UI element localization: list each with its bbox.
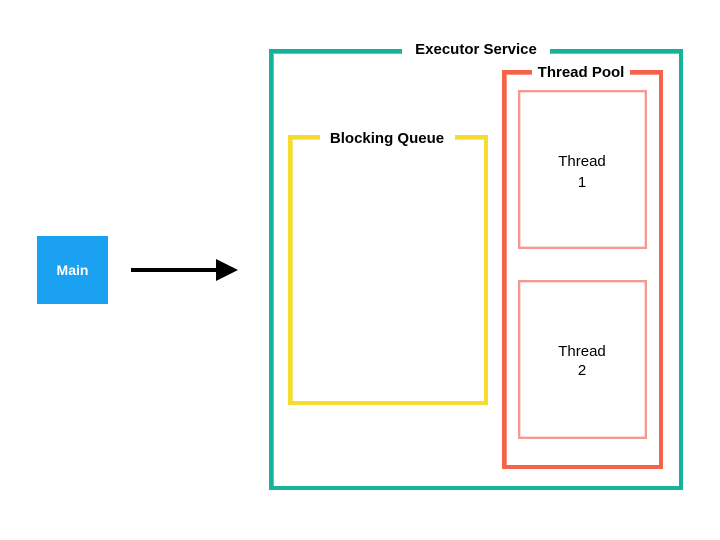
thread-2-border bbox=[518, 280, 647, 439]
thread-1-label-line1: Thread bbox=[558, 153, 606, 170]
blocking-queue: Blocking Queue bbox=[288, 128, 488, 405]
executor-service-label: Executor Service bbox=[415, 41, 537, 58]
main-box bbox=[37, 236, 108, 304]
thread-2-border-sketch bbox=[519, 281, 646, 438]
arrow-head bbox=[216, 259, 238, 281]
thread-pool-label: Thread Pool bbox=[538, 64, 625, 81]
main-to-executor-arrow bbox=[131, 259, 238, 281]
blocking-queue-border bbox=[288, 135, 488, 405]
blocking-queue-label: Blocking Queue bbox=[330, 130, 444, 147]
thread-2-label-line1: Thread bbox=[558, 343, 606, 360]
thread-1-border-sketch bbox=[519, 91, 646, 248]
executor-service-label-bg bbox=[402, 38, 550, 60]
thread-1-border bbox=[518, 90, 647, 249]
thread-pool: Thread Pool Thread 1 Thread 2 bbox=[502, 62, 663, 469]
main-label: Main bbox=[57, 262, 89, 278]
thread-pool-label-bg bbox=[532, 62, 630, 82]
executor-service-border bbox=[269, 49, 683, 490]
blocking-queue-border-sketch bbox=[291, 138, 486, 403]
thread-2: Thread 2 bbox=[518, 280, 647, 439]
executor-service: Executor Service bbox=[269, 38, 683, 490]
thread-1: Thread 1 bbox=[518, 90, 647, 249]
thread-pool-border bbox=[502, 70, 663, 469]
thread-2-label-line2: 2 bbox=[578, 362, 586, 379]
thread-1-label-line2: 1 bbox=[578, 174, 586, 191]
blocking-queue-label-bg bbox=[320, 128, 455, 148]
thread-pool-border-sketch bbox=[505, 73, 661, 467]
main-node: Main bbox=[37, 236, 108, 304]
executor-service-border-sketch bbox=[272, 52, 681, 488]
